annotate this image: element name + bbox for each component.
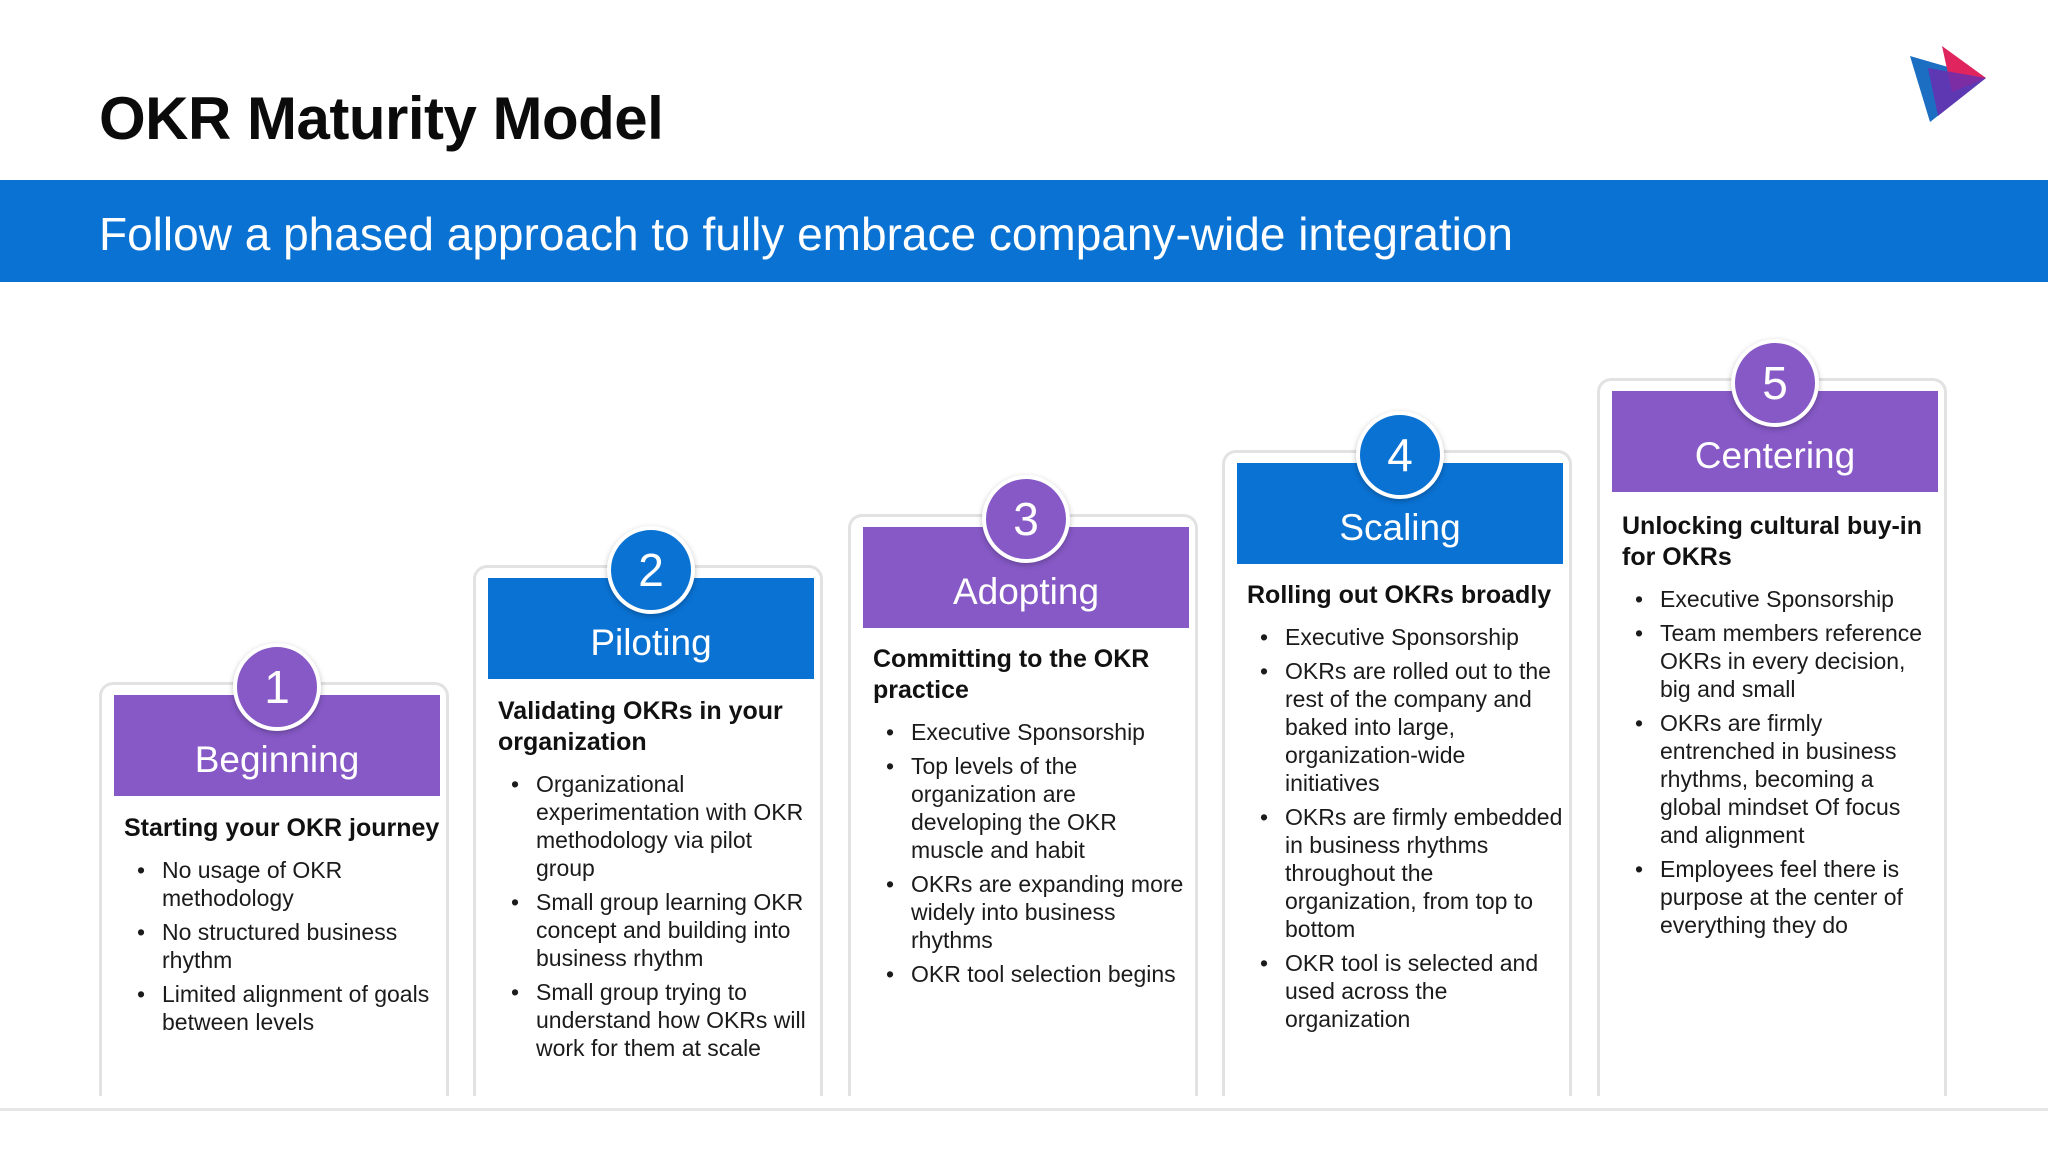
list-item: Team members reference OKRs in every dec… (1622, 619, 1940, 703)
list-item: OKRs are expanding more widely into busi… (873, 870, 1191, 954)
list-item: Executive Sponsorship (873, 718, 1191, 746)
stage-body: Starting your OKR journey No usage of OK… (124, 813, 442, 1042)
stage-number-badge: 3 (982, 475, 1070, 563)
stage-header: Beginning 1 (114, 643, 440, 796)
stage-subtitle: Committing to the OKR practice (873, 645, 1150, 704)
stage-card-adopting: Adopting 3 Committing to the OKR practic… (848, 475, 1198, 1096)
stage-body: Unlocking cultural buy-in for OKRs Execu… (1622, 511, 1940, 945)
stage-bullet-list: Executive Sponsorship Team members refer… (1622, 585, 1940, 939)
stage-bullet-list: Executive Sponsorship Top levels of the … (873, 718, 1191, 988)
list-item: OKRs are rolled out to the rest of the c… (1247, 657, 1565, 797)
stage-bullet-list: Executive Sponsorship OKRs are rolled ou… (1247, 623, 1565, 1033)
list-item: No structured business rhythm (124, 918, 442, 974)
list-item: Executive Sponsorship (1622, 585, 1940, 613)
list-item: Limited alignment of goals between level… (124, 980, 442, 1036)
stage-number-badge: 4 (1356, 411, 1444, 499)
stage-name: Piloting (590, 622, 712, 663)
stage-number-badge: 5 (1731, 339, 1819, 427)
list-item: Top levels of the organization are devel… (873, 752, 1191, 864)
logo-icon (1910, 46, 1986, 122)
stage-header: Centering 5 (1612, 339, 1938, 492)
stage-card-centering: Centering 5 Unlocking cultural buy-in fo… (1597, 339, 1947, 1096)
stage-name: Centering (1694, 435, 1856, 476)
stage-subtitle: Rolling out OKRs broadly (1247, 581, 1552, 609)
stage-number-badge: 2 (607, 526, 695, 614)
list-item: No usage of OKR methodology (124, 856, 442, 912)
list-item: Small group learning OKR concept and bui… (498, 888, 816, 972)
stage-name: Scaling (1339, 507, 1461, 548)
stage-subtitle: Validating OKRs in your organization (498, 697, 783, 756)
list-item: OKRs are firmly embedded in business rhy… (1247, 803, 1565, 943)
stage-card-beginning: Beginning 1 Starting your OKR journey No… (99, 643, 449, 1096)
stage-name: Adopting (952, 571, 1100, 612)
banner-text: Follow a phased approach to fully embrac… (99, 208, 1514, 260)
stage-card-scaling: Scaling 4 Rolling out OKRs broadly Execu… (1222, 411, 1572, 1096)
list-item: OKR tool selection begins (873, 960, 1191, 988)
list-item: OKR tool is selected and used across the… (1247, 949, 1565, 1033)
stage-subtitle: Unlocking cultural buy-in for OKRs (1622, 512, 1923, 571)
stage-card-piloting: Piloting 2 Validating OKRs in your organ… (473, 526, 823, 1096)
list-item: Organizational experimentation with OKR … (498, 770, 816, 882)
stage-body: Rolling out OKRs broadly Executive Spons… (1247, 580, 1565, 1039)
stage-number-badge: 1 (233, 643, 321, 731)
list-item: Executive Sponsorship (1247, 623, 1565, 651)
list-item: Employees feel there is purpose at the c… (1622, 855, 1940, 939)
stage-header: Piloting 2 (488, 526, 814, 679)
stage-name: Beginning (194, 739, 360, 780)
list-item: Small group trying to understand how OKR… (498, 978, 816, 1062)
list-item: OKRs are firmly entrenched in business r… (1622, 709, 1940, 849)
stage-subtitle: Starting your OKR journey (124, 814, 440, 842)
stage-header: Scaling 4 (1237, 411, 1563, 564)
stage-bullet-list: No usage of OKR methodology No structure… (124, 856, 442, 1036)
subtitle-banner: Follow a phased approach to fully embrac… (0, 180, 2048, 282)
stage-body: Committing to the OKR practice Executive… (873, 644, 1191, 994)
baseline-divider (0, 1108, 2048, 1111)
stage-header: Adopting 3 (863, 475, 1189, 628)
page-title: OKR Maturity Model (99, 85, 664, 152)
stage-bullet-list: Organizational experimentation with OKR … (498, 770, 816, 1062)
stage-body: Validating OKRs in your organization Org… (498, 696, 816, 1068)
